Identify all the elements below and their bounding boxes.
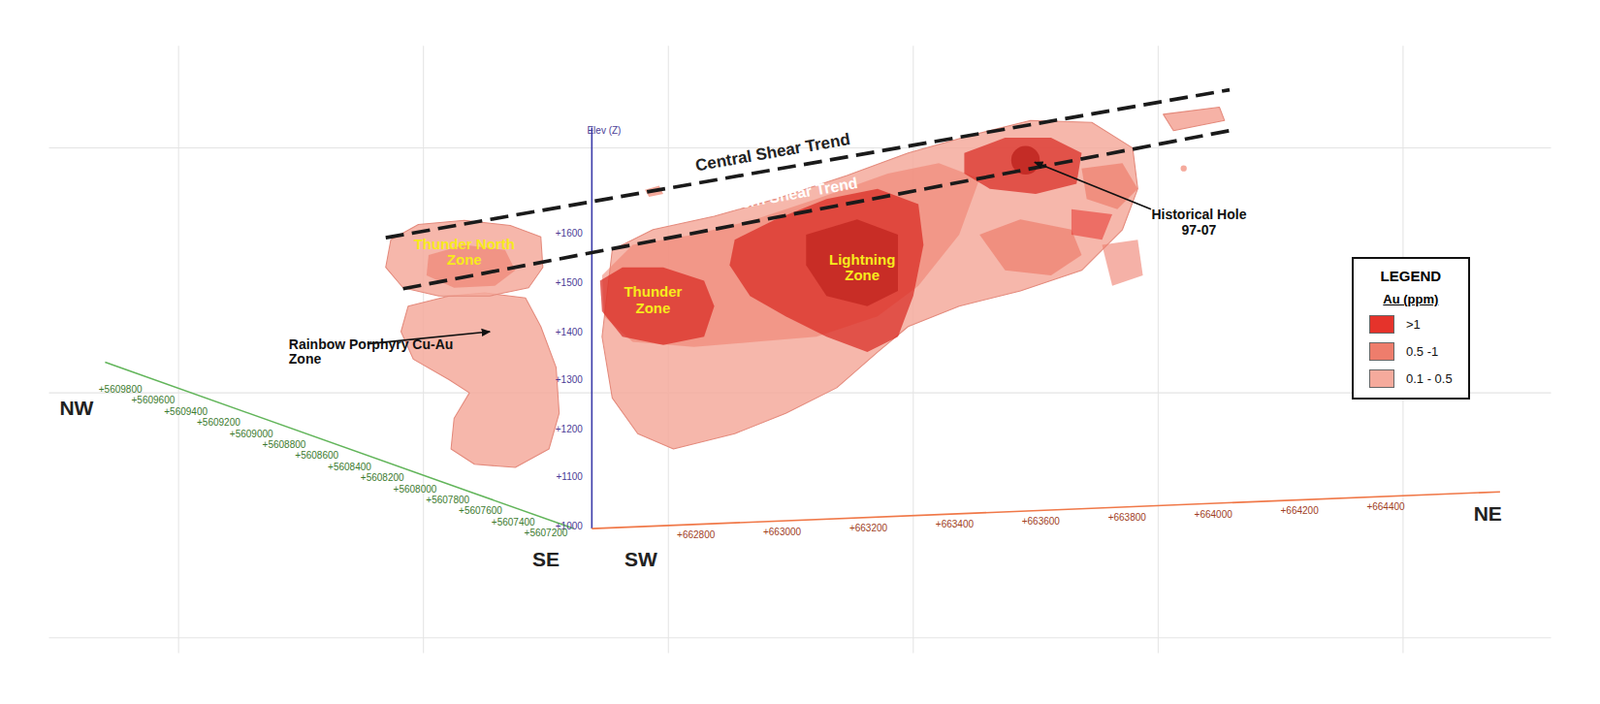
direction-label: NW bbox=[59, 396, 94, 419]
northing-tick: +5608400 bbox=[327, 460, 372, 472]
legend-title: LEGEND bbox=[1369, 267, 1453, 285]
elevation-tick: +1500 bbox=[555, 277, 583, 288]
northing-tick: +5608200 bbox=[360, 472, 405, 483]
legend-swatch bbox=[1369, 369, 1395, 388]
easting-tick: +663000 bbox=[763, 525, 801, 537]
northing-tick: +5608800 bbox=[262, 438, 307, 449]
direction-label: SE bbox=[532, 547, 560, 571]
zone-label: Thunder North Zone bbox=[408, 235, 521, 268]
elevation-tick: +1100 bbox=[556, 471, 583, 482]
easting-tick: +664200 bbox=[1280, 505, 1318, 516]
easting-tick: +662800 bbox=[676, 529, 715, 541]
northing-tick: +5607200 bbox=[524, 527, 569, 539]
legend-text: >1 bbox=[1406, 317, 1421, 332]
gold-shells bbox=[385, 106, 1225, 467]
easting-tick: +663800 bbox=[1108, 512, 1147, 523]
northing-tick: +5608000 bbox=[393, 482, 438, 494]
trend-label: Central Shear Trend bbox=[693, 130, 851, 176]
elevation-tick: +1600 bbox=[555, 226, 583, 238]
direction-label: NE bbox=[1473, 503, 1503, 526]
easting-tick: +663400 bbox=[935, 518, 974, 530]
legend-row: >1 bbox=[1369, 315, 1453, 334]
easting-tick: +664000 bbox=[1194, 508, 1233, 519]
northing-tick: +5609400 bbox=[163, 405, 208, 416]
legend-text: 0.5 -1 bbox=[1406, 344, 1439, 359]
legend-swatch bbox=[1369, 342, 1395, 361]
axis-title: Elev (Z) bbox=[586, 124, 621, 135]
trend-label: Southern Shear Trend bbox=[696, 174, 860, 220]
legend-box: LEGEND Au (ppm) >1 0.5 -1 0.1 - 0.5 bbox=[1351, 256, 1471, 400]
northing-tick: +5609200 bbox=[196, 416, 241, 428]
legend-row: 0.5 -1 bbox=[1369, 342, 1453, 361]
direction-label: SW bbox=[624, 547, 658, 571]
elevation-tick: +1300 bbox=[555, 374, 583, 385]
callout-label: Historical Hole 97-07 bbox=[1148, 207, 1250, 238]
legend-row: 0.1 - 0.5 bbox=[1369, 369, 1453, 388]
northing-tick: +5607400 bbox=[491, 515, 536, 527]
easting-tick: +663200 bbox=[849, 522, 888, 534]
callout-label: Rainbow Porphyry Cu-Au Zone bbox=[288, 337, 468, 368]
legend-swatch bbox=[1369, 315, 1395, 334]
northing-tick: +5608600 bbox=[294, 449, 339, 461]
axes bbox=[104, 128, 1500, 530]
grid bbox=[49, 45, 1552, 653]
zone-label: Thunder Zone bbox=[611, 284, 694, 317]
legend-subtitle: Au (ppm) bbox=[1369, 291, 1453, 307]
northing-tick: +5607600 bbox=[458, 505, 503, 516]
zone-label: Lightning Zone bbox=[816, 251, 909, 284]
easting-tick: +663600 bbox=[1022, 514, 1060, 526]
elevation-tick: +1200 bbox=[555, 422, 583, 434]
easting-tick: +664400 bbox=[1366, 501, 1405, 512]
northing-tick: +5607800 bbox=[425, 494, 470, 506]
shear-trend-lines bbox=[385, 90, 1230, 289]
northing-tick: +5609800 bbox=[98, 383, 143, 394]
northing-tick: +5609600 bbox=[131, 394, 176, 406]
northing-tick: +5609000 bbox=[229, 427, 274, 439]
elevation-tick: +1400 bbox=[555, 325, 583, 337]
legend-text: 0.1 - 0.5 bbox=[1406, 371, 1453, 386]
leader-arrows bbox=[367, 161, 1152, 344]
